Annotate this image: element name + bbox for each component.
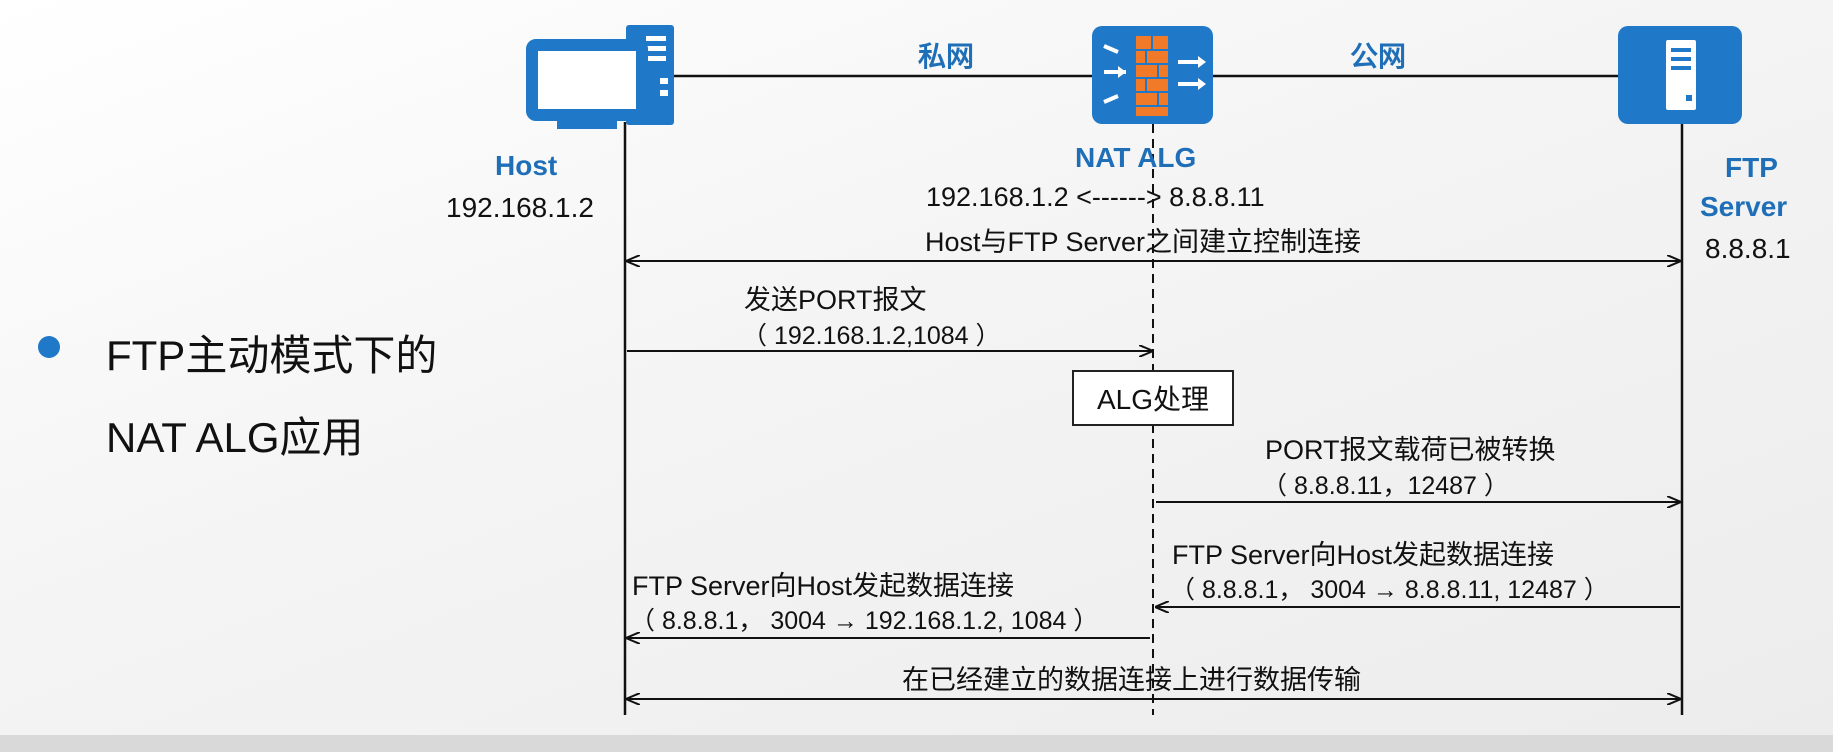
port-translated-detail: （ 8.8.8.11，12487 ） xyxy=(1262,472,1509,500)
host-ip: 192.168.1.2 xyxy=(446,192,594,223)
port-send-detail: （ 192.168.1.2,1084 ） xyxy=(742,322,1001,350)
bullet-text: FTP主动模式下的 NAT ALG应用 xyxy=(106,315,437,479)
bullet-dot xyxy=(38,336,60,358)
server-data-public-detail: （ 8.8.8.1， 3004 → 8.8.8.11, 12487 ） xyxy=(1170,576,1609,604)
server-data-public-label: FTP Server向Host发起数据连接 xyxy=(1172,540,1555,570)
server-label-line1: FTP xyxy=(1725,152,1778,183)
host-label: Host xyxy=(495,150,558,181)
server-ip: 8.8.8.1 xyxy=(1705,233,1791,264)
port-translated-label: PORT报文载荷已被转换 xyxy=(1265,435,1556,465)
alg-process-label: ALG处理 xyxy=(1096,384,1210,415)
bullet-line-1: FTP主动模式下的 xyxy=(106,332,438,379)
data-transfer-label: 在已经建立的数据连接上进行数据传输 xyxy=(902,665,1361,695)
ftp-server-icon xyxy=(1618,26,1742,124)
nat-mapping: 192.168.1.2 <------> 8.8.8.11 xyxy=(926,182,1265,212)
server-label-line2: Server xyxy=(1700,191,1788,222)
private-network-label: 私网 xyxy=(918,41,975,72)
alg-process-box: ALG处理 xyxy=(1072,370,1234,426)
host-computer-icon xyxy=(526,25,674,129)
server-data-private-detail: （ 8.8.8.1， 3004 → 192.168.1.2, 1084 ） xyxy=(630,607,1099,635)
port-send-label: 发送PORT报文 xyxy=(744,285,927,315)
control-connection-label: Host与FTP Server之间建立控制连接 xyxy=(925,227,1362,257)
bullet-line-2: NAT ALG应用 xyxy=(106,414,364,461)
server-data-private-label: FTP Server向Host发起数据连接 xyxy=(632,571,1015,601)
bottom-strip xyxy=(0,735,1833,752)
nat-label: NAT ALG xyxy=(1075,142,1197,173)
nat-firewall-icon xyxy=(1092,26,1213,124)
public-network-label: 公网 xyxy=(1350,41,1407,72)
